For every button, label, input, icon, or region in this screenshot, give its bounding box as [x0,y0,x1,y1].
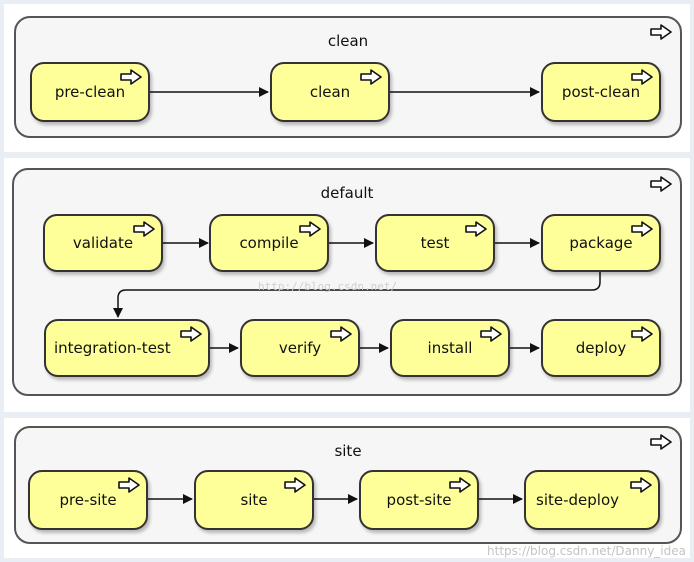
hollow-arrow-right-icon [630,477,652,493]
hollow-arrow-right-icon [650,434,672,450]
hollow-arrow-right-icon [650,176,672,192]
hollow-arrow-right-icon [133,221,155,237]
panel-title-site: site [334,442,362,460]
phase-label: pre-site [59,491,117,509]
phase-post-site[interactable]: post-site [359,470,479,530]
panel-title-default: default [320,184,374,202]
phase-test[interactable]: test [375,214,495,272]
phase-pre-site[interactable]: pre-site [28,470,148,530]
phase-site[interactable]: site [194,470,314,530]
phase-label: post-site [386,491,452,509]
phase-label: post-clean [561,83,641,101]
phase-deploy[interactable]: deploy [541,319,661,377]
phase-validate[interactable]: validate [43,214,163,272]
phase-label: clean [309,83,351,101]
phase-site-deploy[interactable]: site-deploy [524,470,660,530]
phase-label: site-deploy [536,491,619,509]
hollow-arrow-right-icon [631,326,653,342]
watermark-bottom: https://blog.csdn.net/Danny_idea [487,544,686,558]
hollow-arrow-right-icon [330,326,352,342]
phase-pre-clean[interactable]: pre-clean [30,62,150,122]
hollow-arrow-right-icon [631,221,653,237]
phase-verify[interactable]: verify [240,319,360,377]
hollow-arrow-right-icon [631,69,653,85]
watermark-middle: http://blog.csdn.net/ [258,280,398,293]
phase-label: test [420,234,450,252]
hollow-arrow-right-icon [480,326,502,342]
hollow-arrow-right-icon [120,69,142,85]
phase-label: deploy [575,339,627,357]
phase-label: integration-test [54,339,171,357]
hollow-arrow-right-icon [449,477,471,493]
panel-title-clean: clean [327,32,369,50]
phase-label: install [427,339,473,357]
phase-label: compile [239,234,299,252]
phase-label: verify [278,339,322,357]
phase-label: site [240,491,268,509]
phase-label: pre-clean [54,83,126,101]
phase-install[interactable]: install [390,319,510,377]
phase-compile[interactable]: compile [209,214,329,272]
hollow-arrow-right-icon [299,221,321,237]
phase-post-clean[interactable]: post-clean [541,62,661,122]
phase-label: package [569,234,633,252]
hollow-arrow-right-icon [360,69,382,85]
hollow-arrow-right-icon [180,326,202,342]
phase-clean[interactable]: clean [270,62,390,122]
hollow-arrow-right-icon [650,24,672,40]
hollow-arrow-right-icon [465,221,487,237]
phase-integration-test[interactable]: integration-test [44,319,210,377]
hollow-arrow-right-icon [118,477,140,493]
phase-package[interactable]: package [541,214,661,272]
edge-package-to-integration-test [113,272,601,318]
hollow-arrow-right-icon [284,477,306,493]
phase-label: validate [72,234,134,252]
